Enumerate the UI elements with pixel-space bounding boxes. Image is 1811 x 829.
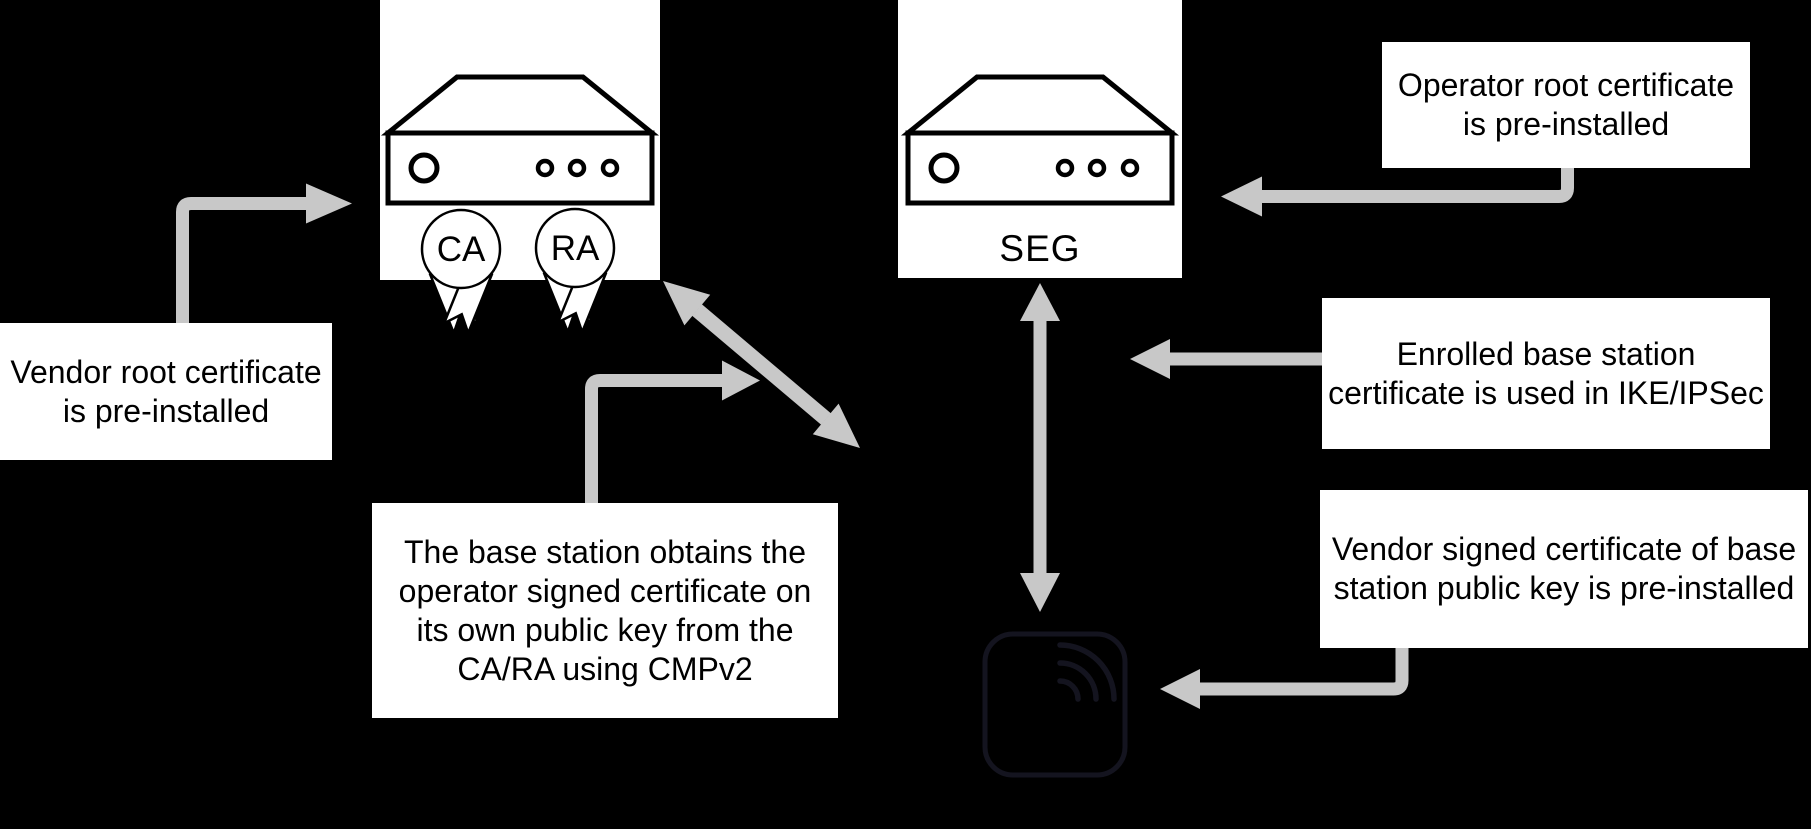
callout-operator-root: Operator root certificate is pre-install… xyxy=(1382,42,1750,168)
callout-text-line: The base station obtains the xyxy=(403,533,807,570)
ca-ra-server-node xyxy=(380,0,660,280)
arrows-group xyxy=(176,166,1574,709)
arrow-enrolled-to-seg-link xyxy=(1130,339,1324,379)
callout-text-line: Enrolled base station xyxy=(1396,335,1696,372)
callout-text-line: Vendor root certificate xyxy=(10,353,322,390)
ca-badge-icon: CA xyxy=(420,208,502,337)
callout-vendor-root: Vendor root certificate is pre-installed xyxy=(0,323,332,460)
ra-badge-label: RA xyxy=(551,229,600,268)
callout-vendor-signed: Vendor signed certificate of base statio… xyxy=(1320,490,1808,648)
ca-badge-label: CA xyxy=(437,230,486,269)
arrow-cmpv2-to-link xyxy=(585,360,760,506)
callout-text-line: its own public key from the xyxy=(416,611,794,648)
arrow-operator-root-to-seg xyxy=(1221,166,1574,217)
callout-text-line: station public key is pre-installed xyxy=(1333,570,1795,606)
callout-text-line: Operator root certificate xyxy=(1397,67,1735,103)
callout-text-line: Vendor signed certificate of base xyxy=(1331,531,1797,567)
seg-server-node: SEG xyxy=(898,0,1182,278)
server-icon xyxy=(380,74,660,206)
base-station-icon xyxy=(982,631,1128,778)
callout-text-line: operator signed certificate on xyxy=(398,572,812,609)
server-icon xyxy=(900,74,1180,206)
seg-label: SEG xyxy=(999,228,1081,269)
callout-text-line: CA/RA using CMPv2 xyxy=(457,650,753,687)
arrow-seg-base-station-double xyxy=(1020,283,1060,612)
arrow-vendor-root-to-ca-ra xyxy=(176,183,352,330)
callout-text-line: is pre-installed xyxy=(1462,106,1670,142)
callout-cmpv2: The base station obtains the operator si… xyxy=(372,503,838,718)
callout-text-line: is pre-installed xyxy=(62,392,270,429)
ra-badge-icon: RA xyxy=(534,207,616,336)
callout-text-line: certificate is used in IKE/IPSec xyxy=(1328,374,1764,411)
arrow-ca-ra-base-station-double xyxy=(663,281,860,448)
callout-enrolled: Enrolled base station certificate is use… xyxy=(1322,298,1770,449)
arrow-vendor-signed-to-base-station xyxy=(1160,645,1409,709)
